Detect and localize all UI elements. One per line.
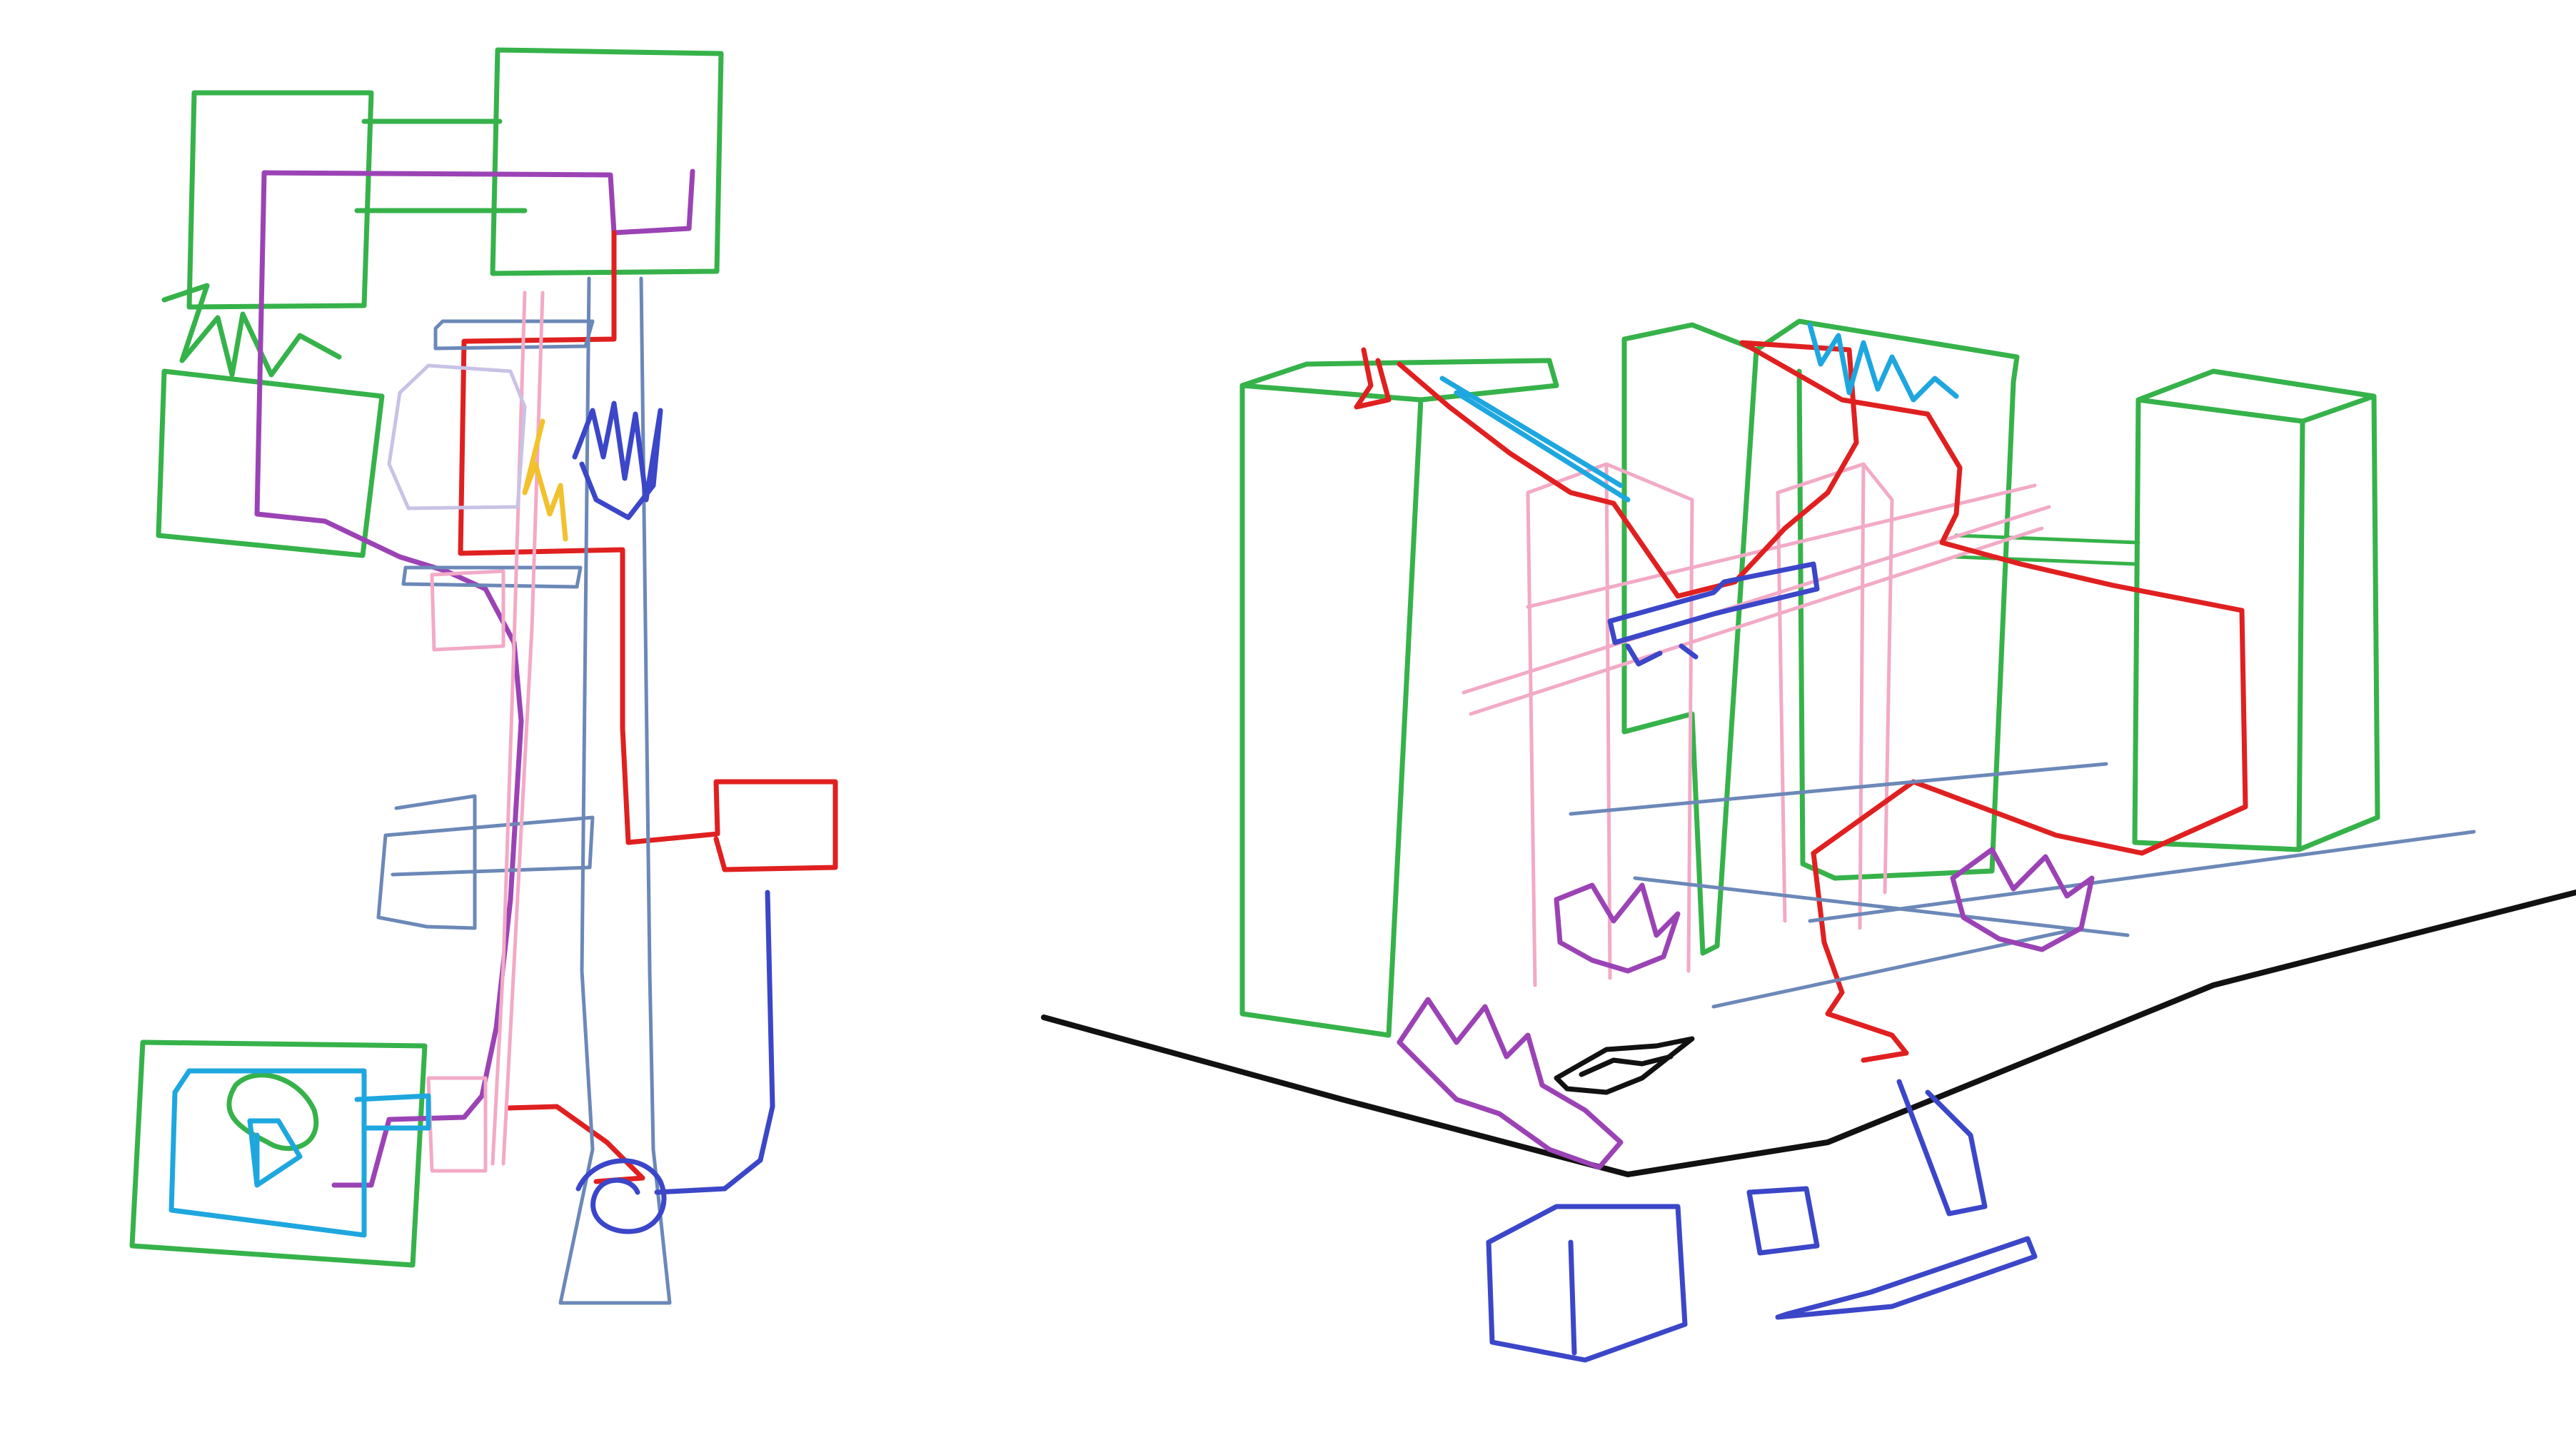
cyan-building-loop <box>168 1068 431 1238</box>
right-pink-structures <box>1461 462 2051 987</box>
left-cyan-lines <box>168 1068 431 1238</box>
left-yellow-scribble <box>522 418 568 542</box>
green-tower-center <box>1754 318 2020 881</box>
left-plan-sketch <box>129 47 838 1305</box>
right-blue-elements <box>1486 561 2038 1363</box>
left-blue-items <box>572 401 775 1234</box>
green-tower-left <box>1239 358 1559 1038</box>
purple-scribble-center <box>1554 882 1681 974</box>
red-route-top <box>1354 340 2248 1063</box>
left-steel-blue-road <box>376 276 672 1305</box>
pink-building-left <box>430 569 505 652</box>
black-scribble <box>1554 1036 1695 1095</box>
ground-line <box>1041 890 2576 1177</box>
right-steel-blue-road <box>1569 762 2476 1009</box>
green-building-top-center <box>490 47 724 276</box>
green-connector-right <box>1954 533 2140 566</box>
right-red-route <box>1354 340 2248 1063</box>
blue-bridge-shape <box>1607 561 1820 667</box>
left-red-route <box>458 230 838 1184</box>
pink-road-lines <box>490 291 545 1166</box>
right-black-scribble <box>1554 1036 1695 1095</box>
pink-structure-right <box>1776 462 1894 930</box>
right-cyan-lines <box>1439 322 1959 503</box>
green-building-mid-left <box>156 368 385 558</box>
left-green-buildings <box>129 47 724 1268</box>
blue-curve-bottom <box>1775 1236 2038 1320</box>
blue-arrow-bottom <box>1746 1079 1988 1256</box>
right-purple-scribbles <box>1397 847 2095 1170</box>
green-tower-right <box>2132 368 2380 852</box>
blue-block-bottom <box>1486 1204 1688 1363</box>
steel-blue-road-grid <box>1569 762 2476 1009</box>
blue-vertical-line <box>654 890 775 1195</box>
steel-blue-road-outline <box>558 276 672 1305</box>
blue-scribble-top <box>572 401 663 520</box>
green-scribble-left <box>161 283 342 378</box>
cyan-diagonal <box>1439 376 1631 503</box>
purple-scribble-bottom <box>1397 997 1624 1170</box>
red-route-lower <box>504 1104 645 1184</box>
yellow-scribble <box>522 418 568 542</box>
blue-spiral-bottom <box>575 1158 667 1234</box>
green-tower-left-mid <box>1621 322 1759 956</box>
right-perspective-sketch <box>1041 318 2576 1363</box>
left-lavender-shape <box>387 363 527 510</box>
steel-blue-building-mid <box>433 319 595 351</box>
green-blob-bottom-left <box>226 1072 318 1151</box>
left-purple-route <box>254 168 695 1188</box>
red-route-main <box>458 230 838 872</box>
purple-scribble-right <box>1950 847 2095 952</box>
cyan-zigzag-top <box>1807 322 1959 403</box>
green-building-top-left <box>186 90 374 310</box>
lavender-rounded-rect <box>387 363 527 510</box>
purple-route-main <box>254 168 695 1188</box>
steel-blue-small-building <box>376 794 595 930</box>
green-connector-top <box>354 119 528 213</box>
green-building-bottom-left <box>129 1039 428 1268</box>
left-pink-lines <box>426 291 545 1173</box>
pink-structure-left <box>1526 462 1694 987</box>
pink-crossing-lines <box>1461 483 2051 716</box>
pink-building-bottom <box>426 1076 488 1173</box>
steel-blue-building-block <box>401 565 583 589</box>
right-green-buildings <box>1239 318 2380 1038</box>
